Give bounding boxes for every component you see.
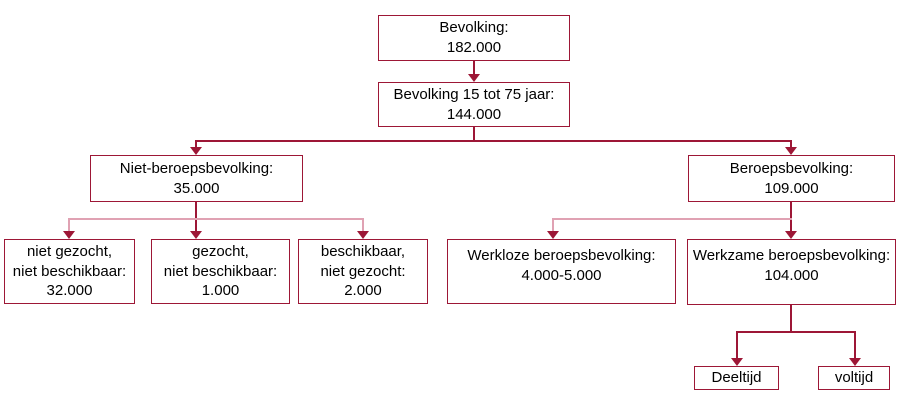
node-line: niet beschikbaar: [163,262,278,280]
node-label: Bevolking: [439,19,509,37]
arrow-down-icon [357,231,369,239]
connector-werkzame-down [790,305,792,333]
node-label: Deeltijd [711,369,762,387]
arrow-down-icon [785,147,797,155]
node-voltijd: voltijd [818,366,890,390]
node-niet-gezocht-niet-beschikbaar: niet gezocht, niet beschikbaar: 32.000 [4,239,135,304]
connector-drop-beroeps [790,141,792,148]
connector-drop-niet-beroeps [195,141,197,148]
connector-drop-werkloze [552,218,554,232]
arrow-down-icon [190,231,202,239]
node-label: Werkzame beroepsbevolking: [692,247,891,264]
arrow-down-icon [63,231,75,239]
node-label: voltijd [834,369,874,387]
node-werkloze-beroepsbevolking: Werkloze beroepsbevolking: 4.000-5.000 [447,239,676,304]
node-line: niet beschikbaar: [12,262,127,280]
node-label: Niet-beroepsbevolking: [119,159,274,177]
arrow-down-icon [468,74,480,82]
node-value: 1.000 [201,282,240,300]
node-value: 182.000 [446,39,502,56]
node-value: 35.000 [173,179,220,197]
node-value: 4.000-5.000 [521,266,602,284]
node-line: niet gezocht, [26,242,113,260]
connector-level5-horizontal [736,331,856,333]
node-beschikbaar-niet-gezocht: beschikbaar, niet gezocht: 2.000 [298,239,428,304]
connector-drop-beschikbaar [362,218,364,232]
connector-niet-beroeps-down [195,202,197,232]
node-bevolking: Bevolking: 182.000 [378,15,570,61]
arrow-down-icon [731,358,743,366]
node-label: Werkloze beroepsbevolking: [467,247,656,264]
arrow-down-icon [849,358,861,366]
connector-drop-deeltijd [736,331,738,358]
node-value: 2.000 [344,282,382,300]
node-value: 144.000 [446,105,502,123]
arrow-down-icon [785,231,797,239]
node-bevolking-15-75: Bevolking 15 tot 75 jaar: 144.000 [378,82,570,127]
node-line: beschikbaar, [320,242,406,260]
connector-level3-right-horizontal [552,218,792,220]
connector-level2-horizontal [195,140,792,142]
node-value: 109.000 [764,179,819,197]
connector-level3-left-horizontal [68,218,364,220]
connector-drop-niet-gezocht [68,218,70,232]
node-werkzame-beroepsbevolking: Werkzame beroepsbevolking: 104.000 [687,239,896,305]
node-deeltijd: Deeltijd [694,366,779,390]
node-line: niet gezocht: [320,262,406,280]
node-beroepsbevolking: Beroepsbevolking: 109.000 [688,155,895,202]
connector-15-75-down [473,127,475,142]
connector-bevolking-down [473,61,475,75]
node-label: Beroepsbevolking: [729,159,854,177]
connector-drop-voltijd [854,331,856,358]
node-value: 32.000 [46,282,93,300]
node-gezocht-niet-beschikbaar: gezocht, niet beschikbaar: 1.000 [151,239,290,304]
node-label: Bevolking 15 tot 75 jaar: [393,85,555,103]
node-value: 104.000 [764,266,819,284]
arrow-down-icon [190,147,202,155]
node-niet-beroepsbevolking: Niet-beroepsbevolking: 35.000 [90,155,303,202]
arrow-down-icon [547,231,559,239]
node-line: gezocht, [192,242,249,260]
connector-beroeps-down [790,202,792,232]
